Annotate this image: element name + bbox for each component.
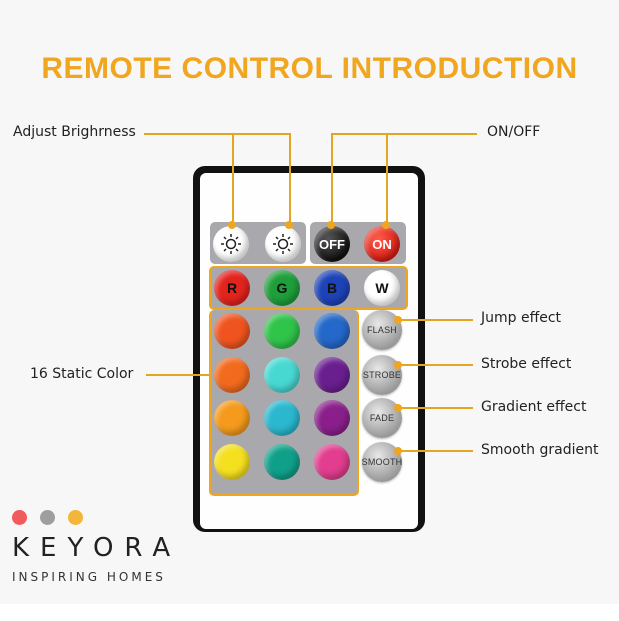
sun-high-icon	[273, 234, 293, 254]
static-color-button[interactable]	[264, 444, 300, 480]
static-color-button[interactable]	[264, 400, 300, 436]
static-color-button[interactable]	[214, 313, 250, 349]
sun-low-icon	[221, 234, 241, 254]
static-color-button[interactable]	[314, 313, 350, 349]
red-button[interactable]: R	[214, 270, 250, 306]
static-color-button[interactable]	[214, 400, 250, 436]
static-color-button[interactable]	[214, 444, 250, 480]
callout-line-jump	[398, 319, 473, 321]
callout-line-on	[386, 133, 388, 225]
blue-button[interactable]: B	[314, 270, 350, 306]
red-label: R	[226, 280, 238, 296]
static-color-button[interactable]	[314, 357, 350, 393]
static-color-button[interactable]	[264, 357, 300, 393]
brand-name: KEYORA	[12, 533, 182, 563]
brightness-down-button[interactable]	[213, 226, 249, 262]
page-title: REMOTE CONTROL INTRODUCTION	[41, 52, 578, 85]
label-gradient-effect: Gradient effect	[481, 399, 587, 415]
static-color-button[interactable]	[264, 313, 300, 349]
label-smooth-gradient: Smooth gradient	[481, 442, 599, 458]
callout-dot-on	[382, 221, 390, 229]
callout-line-brightness	[144, 133, 290, 135]
off-label: OFF	[319, 236, 345, 252]
static-color-button[interactable]	[214, 357, 250, 393]
callout-line-gradient	[398, 407, 473, 409]
callout-dot-off	[327, 221, 335, 229]
label-strobe-effect: Strobe effect	[481, 356, 572, 372]
callout-line-off	[331, 133, 333, 225]
brightness-up-button[interactable]	[265, 226, 301, 262]
white-label: W	[375, 280, 389, 296]
callout-line-brightness-down	[232, 133, 234, 225]
white-button[interactable]: W	[364, 270, 400, 306]
blue-label: B	[326, 280, 338, 296]
green-label: G	[276, 280, 288, 296]
label-adjust-brightness: Adjust Brighrness	[13, 124, 136, 140]
label-on-off: ON/OFF	[487, 124, 541, 140]
callout-dot-jump	[394, 316, 402, 324]
callout-line-strobe	[398, 364, 473, 366]
brand-dot-red	[12, 510, 27, 525]
brand-tagline: INSPIRING HOMES	[12, 570, 166, 584]
callout-line-brightness-up	[289, 133, 291, 225]
callout-dot-strobe	[394, 361, 402, 369]
green-button[interactable]: G	[264, 270, 300, 306]
brand-dot-yellow	[68, 510, 83, 525]
label-jump-effect: Jump effect	[481, 310, 562, 326]
on-button[interactable]: ON	[364, 226, 400, 262]
strobe-label: STROBE	[362, 370, 402, 380]
fade-label: FADE	[369, 413, 395, 423]
callout-line-smooth	[398, 450, 473, 452]
brand-dot-grey	[40, 510, 55, 525]
static-color-button[interactable]	[314, 444, 350, 480]
flash-label: FLASH	[366, 325, 397, 335]
smooth-label: SMOOTH	[361, 457, 403, 467]
callout-line-static	[146, 374, 210, 376]
callout-dot-gradient	[394, 404, 402, 412]
callout-dot-brightness-up	[285, 221, 293, 229]
callout-line-onoff	[331, 133, 477, 135]
callout-dot-smooth	[394, 447, 402, 455]
off-button[interactable]: OFF	[314, 226, 350, 262]
callout-dot-brightness-down	[228, 221, 236, 229]
static-color-button[interactable]	[314, 400, 350, 436]
on-label: ON	[372, 236, 392, 252]
label-static-color: 16 Static Color	[30, 366, 134, 382]
